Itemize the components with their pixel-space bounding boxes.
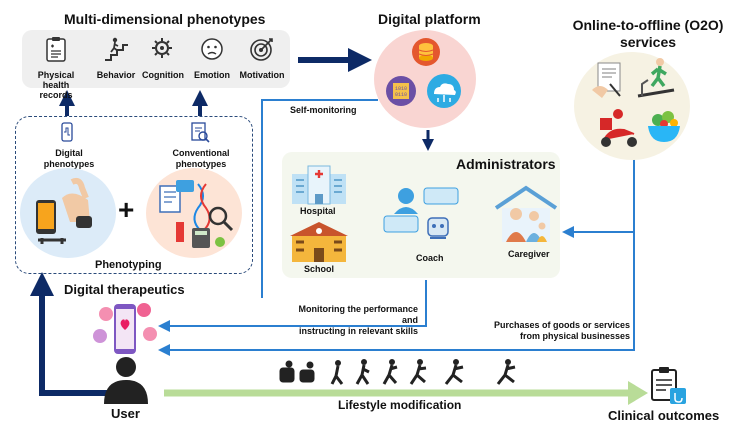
phenotyping-label: Phenotyping	[95, 259, 162, 271]
platform-circle: 1010 0110	[374, 30, 476, 128]
delivery-scooter-icon	[600, 109, 637, 147]
administrators-title: Administrators	[456, 156, 556, 172]
brain-gear-icon	[152, 38, 172, 58]
medical-tests-icon	[159, 180, 234, 248]
monitoring-line-1: Monitoring the performance and	[298, 304, 418, 325]
svg-text:0110: 0110	[395, 92, 407, 98]
monitoring-label: Monitoring the performance and instructi…	[282, 304, 418, 337]
salad-bowl-icon	[648, 111, 680, 142]
progression-figures-icon	[279, 359, 516, 385]
conventional-phenotypes-line-2: phenotypes	[175, 159, 227, 169]
user-icon	[104, 357, 148, 404]
coach-label: Coach	[416, 253, 444, 263]
digital-phenotypes-line-1: Digital	[55, 148, 83, 158]
lifestyle-label: Lifestyle modification	[338, 398, 462, 412]
platform-title: Digital platform	[378, 11, 481, 27]
o2o-title-line-2: services	[619, 34, 677, 50]
smartphone-data-icon	[61, 122, 73, 142]
target-icon	[250, 38, 273, 61]
report-magnifier-icon	[191, 122, 210, 143]
phenotypes-panel	[22, 30, 290, 88]
clinical-outcomes-label: Clinical outcomes	[608, 408, 720, 423]
o2o-line	[158, 148, 635, 356]
purchases-line-2: from physical businesses	[519, 331, 630, 341]
clipboard-icon	[46, 37, 66, 62]
digital-therapeutics-title: Digital therapeutics	[64, 282, 185, 297]
phenotype-emotion-label: Emotion	[194, 70, 230, 80]
cloud-network-icon	[427, 74, 461, 108]
digital-phenotypes-line-2: phenotypes	[43, 159, 95, 169]
conventional-phenotypes-circle	[146, 168, 242, 258]
monitoring-line-2: instructing in relevant skills	[298, 326, 418, 336]
binary-data-icon: 1010 0110	[386, 76, 416, 106]
hospital-icon	[292, 165, 346, 205]
stairs-person-icon	[105, 37, 128, 61]
phenotype-behavior: Behavior	[94, 36, 138, 80]
monitoring-line	[158, 280, 427, 332]
self-monitoring-label: Self-monitoring	[290, 105, 357, 115]
conventional-phenotypes-line-1: Conventional	[172, 148, 230, 158]
arrow-user-up	[30, 272, 126, 396]
phenotype-motivation: Motivation	[236, 36, 288, 80]
caregiver-family-icon	[494, 185, 558, 242]
digital-phenotypes-label: Digital phenotypes	[34, 148, 104, 170]
face-icon	[201, 38, 223, 60]
o2o-circle	[574, 52, 690, 160]
school-label: School	[304, 264, 335, 274]
contract-icon	[592, 62, 621, 98]
lifestyle-arrow-head	[628, 381, 648, 405]
digital-phenotypes-circle	[20, 168, 116, 258]
coach-chatbot-icon	[383, 187, 459, 239]
o2o-title: Online-to-offline (O2O) services	[562, 17, 734, 51]
caregiver-label: Caregiver	[508, 249, 550, 259]
treadmill-icon	[637, 58, 675, 98]
phenotype-motivation-label: Motivation	[239, 70, 285, 80]
self-monitoring-line	[261, 99, 378, 298]
purchases-line-1: Purchases of goods or services	[493, 320, 630, 330]
phenotype-cognition: Cognition	[138, 36, 188, 80]
school-icon	[290, 222, 348, 262]
dtx-smartphone-icon	[93, 303, 157, 354]
phenotypes-title: Multi-dimensional phenotypes	[64, 11, 266, 27]
database-icon	[412, 38, 440, 66]
phenotyping-box	[15, 116, 253, 274]
wearable-devices-icon	[36, 177, 92, 244]
plus-sign: +	[118, 194, 135, 225]
svg-text:1010: 1010	[395, 86, 407, 92]
phenotype-emotion: Emotion	[190, 36, 234, 80]
conventional-phenotypes-label: Conventional phenotypes	[156, 148, 246, 170]
phenotype-physical-label-2: health records	[39, 80, 73, 100]
phenotype-behavior-label: Behavior	[96, 70, 136, 80]
phenotype-cognition-label: Cognition	[142, 70, 184, 80]
o2o-title-line-1: Online-to-offline (O2O)	[572, 17, 724, 33]
hospital-label: Hospital	[300, 206, 336, 216]
phenotype-physical-health: Physical health records	[28, 36, 84, 100]
user-label: User	[111, 406, 140, 421]
purchases-label: Purchases of goods or services from phys…	[480, 320, 630, 342]
clinical-report-icon	[651, 367, 686, 404]
phenotype-physical-label: Physical	[37, 70, 75, 80]
